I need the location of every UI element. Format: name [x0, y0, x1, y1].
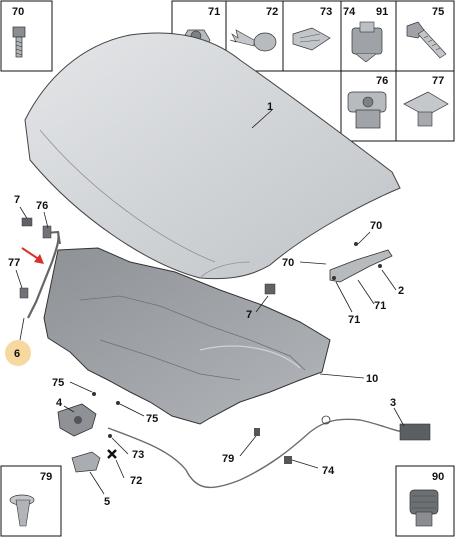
callout-6: 6 [14, 348, 20, 360]
callout-76: 76 [36, 200, 48, 212]
highlight-badge [5, 340, 31, 366]
callout-79: 79 [222, 453, 234, 465]
push-clip-icon [403, 91, 449, 127]
push-rivet-icon [9, 494, 35, 527]
callout-4: 4 [56, 397, 63, 409]
callout-3: 3 [390, 397, 396, 409]
part-box-70: 70 [0, 0, 53, 72]
fixing-nut-icon [21, 217, 33, 227]
bonnet-panel [24, 32, 401, 280]
box-label-79: 79 [40, 471, 52, 483]
box-label-75: 75 [432, 6, 444, 18]
box-label-76: 76 [376, 75, 388, 87]
bonnet-hinge [329, 242, 393, 283]
callout-77: 77 [8, 257, 20, 269]
box-label-91: 91 [376, 6, 388, 18]
callout-74: 74 [322, 465, 335, 477]
callout-71b: 71 [348, 314, 360, 326]
fixing-nut-icon-2 [264, 283, 276, 295]
box-label-77: 77 [432, 75, 444, 87]
box-label-71: 71 [208, 6, 220, 18]
hex-bolt-icon [406, 21, 447, 59]
callout-71a: 71 [374, 300, 386, 312]
callout-1: 1 [267, 101, 273, 113]
bracket-clip-icon [347, 91, 387, 129]
box-label-73: 73 [320, 6, 332, 18]
tapping-screw-icon [229, 29, 277, 52]
callout-5: 5 [104, 496, 110, 508]
callout-70a: 70 [370, 220, 382, 232]
release-cable [107, 415, 431, 489]
callout-75b: 75 [146, 413, 158, 425]
callout-7a: 7 [14, 194, 20, 206]
callout-73: 73 [132, 449, 144, 461]
bonnet-lock [57, 403, 97, 437]
callout-10: 10 [366, 373, 378, 385]
box-label-90: 90 [432, 471, 444, 483]
release-handle [71, 451, 101, 473]
flange-bolt-icon [12, 26, 26, 58]
part-box-79: 79 [0, 465, 62, 537]
box-label-72: 72 [266, 6, 278, 18]
callout-70b: 70 [282, 257, 294, 269]
callout-72: 72 [130, 475, 142, 487]
bonnet-insulation-panel [43, 247, 331, 425]
remove-mark-icon [107, 449, 117, 459]
spring-clip-icon [292, 27, 331, 51]
cable-holder-icon [284, 456, 292, 464]
callout-75a: 75 [52, 377, 64, 389]
cable-clip-icon [254, 428, 260, 436]
box-label-74: 74 [343, 6, 356, 18]
callout-2: 2 [398, 285, 404, 297]
callout-7b: 7 [246, 309, 252, 321]
red-arrow-icon [21, 247, 44, 264]
retainer-clip-icon [351, 21, 383, 63]
cable-retainer-icon [409, 489, 439, 527]
bonnet-stay-rod [19, 225, 61, 319]
part-box-90: 90 [395, 465, 455, 537]
box-label-70: 70 [12, 6, 24, 18]
